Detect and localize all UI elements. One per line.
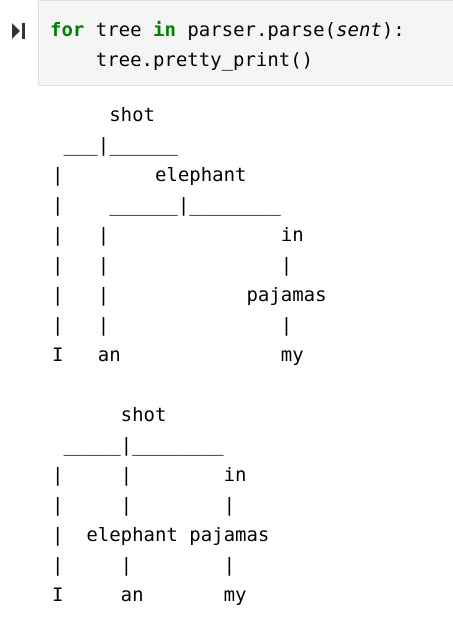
tree-line: | | in bbox=[52, 464, 247, 486]
run-cell-icon[interactable] bbox=[11, 22, 27, 40]
code-function-call: parser.parse( bbox=[187, 19, 337, 41]
tree-line: shot bbox=[52, 404, 167, 426]
code-line-2: tree.pretty_print() bbox=[50, 49, 314, 71]
code-argument: sent bbox=[336, 19, 382, 41]
tree-line: I an my bbox=[52, 344, 304, 366]
tree-line: | | | bbox=[52, 554, 236, 576]
cell-output: shot ___|______ | elephant | ______|____… bbox=[0, 100, 453, 641]
tree-line: I an my bbox=[52, 584, 247, 606]
tree-line: | | in bbox=[52, 224, 304, 246]
tree-line: | | pajamas bbox=[52, 284, 327, 306]
code-space bbox=[84, 19, 95, 41]
code-line-1: for tree in parser.parse(sent): bbox=[50, 16, 405, 44]
code-input-cell[interactable]: for tree in parser.parse(sent): tree.pre… bbox=[38, 0, 453, 86]
tree-line: | ______|________ bbox=[52, 194, 281, 216]
tree-line: | | | bbox=[52, 494, 236, 516]
tree-line: _____|________ bbox=[52, 434, 224, 456]
code-loop-variable: tree bbox=[95, 19, 142, 41]
keyword-for: for bbox=[50, 19, 85, 41]
tree-line: | | | bbox=[52, 254, 293, 276]
tree-line: | elephant pajamas bbox=[52, 524, 270, 546]
keyword-in: in bbox=[153, 19, 176, 41]
code-space bbox=[176, 19, 187, 41]
code-space bbox=[142, 19, 153, 41]
tree-line: | elephant bbox=[52, 164, 247, 186]
tree-line: ___|______ bbox=[52, 134, 178, 156]
code-close-paren: ): bbox=[381, 19, 405, 41]
tree-line: shot bbox=[52, 104, 155, 126]
tree-line: | | | bbox=[52, 314, 293, 336]
